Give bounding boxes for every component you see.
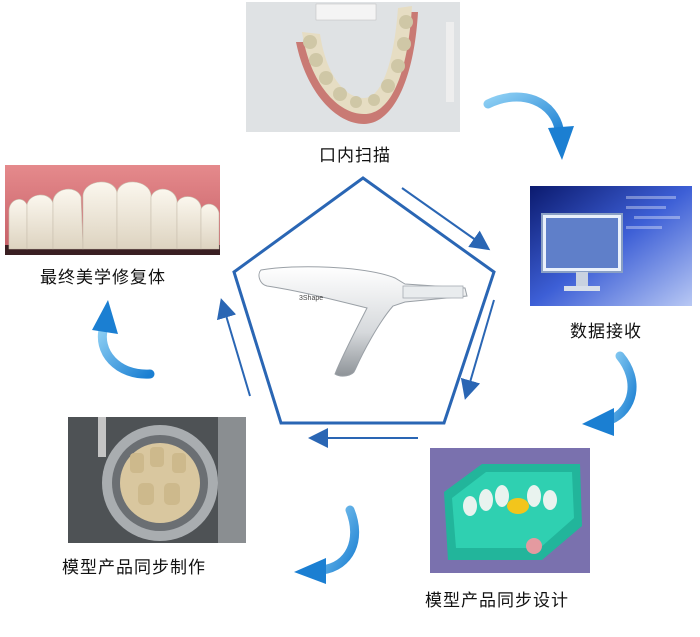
intraoral-scanner: 3Shape: [255, 262, 470, 387]
milling-machine-icon: [68, 417, 246, 543]
model-production-photo: [68, 417, 246, 543]
flow-arrow-1: [401, 187, 491, 251]
intraoral-scan-photo: [246, 2, 460, 132]
model-design-photo: [430, 448, 590, 573]
flow-arrow-2: [460, 299, 495, 400]
step-label-model-production: 模型产品同步制作: [62, 558, 206, 578]
curved-arrow-3: [294, 505, 360, 584]
computer-monitor-icon: [530, 186, 692, 306]
step-label-model-design: 模型产品同步设计: [425, 591, 569, 611]
step-label-data-receive: 数据接收: [570, 322, 642, 342]
curved-arrow-4: [92, 300, 155, 379]
step-label-intraoral-scan: 口内扫描: [319, 146, 391, 166]
scanner-icon: 3Shape: [258, 266, 468, 377]
dental-arch-scan-icon: [246, 2, 460, 132]
curved-arrow-1: [483, 92, 574, 160]
step-label-final-restoration: 最终美学修复体: [40, 268, 166, 288]
pentagon-outline: [232, 176, 496, 425]
final-restoration-photo: [5, 165, 220, 255]
data-receive-photo: [530, 186, 692, 306]
scanner-brand: 3Shape: [299, 295, 323, 302]
curved-arrow-2: [582, 351, 637, 436]
cad-model-icon: [430, 448, 590, 573]
teeth-smile-icon: [5, 165, 220, 255]
flow-arrow-4: [216, 298, 251, 397]
